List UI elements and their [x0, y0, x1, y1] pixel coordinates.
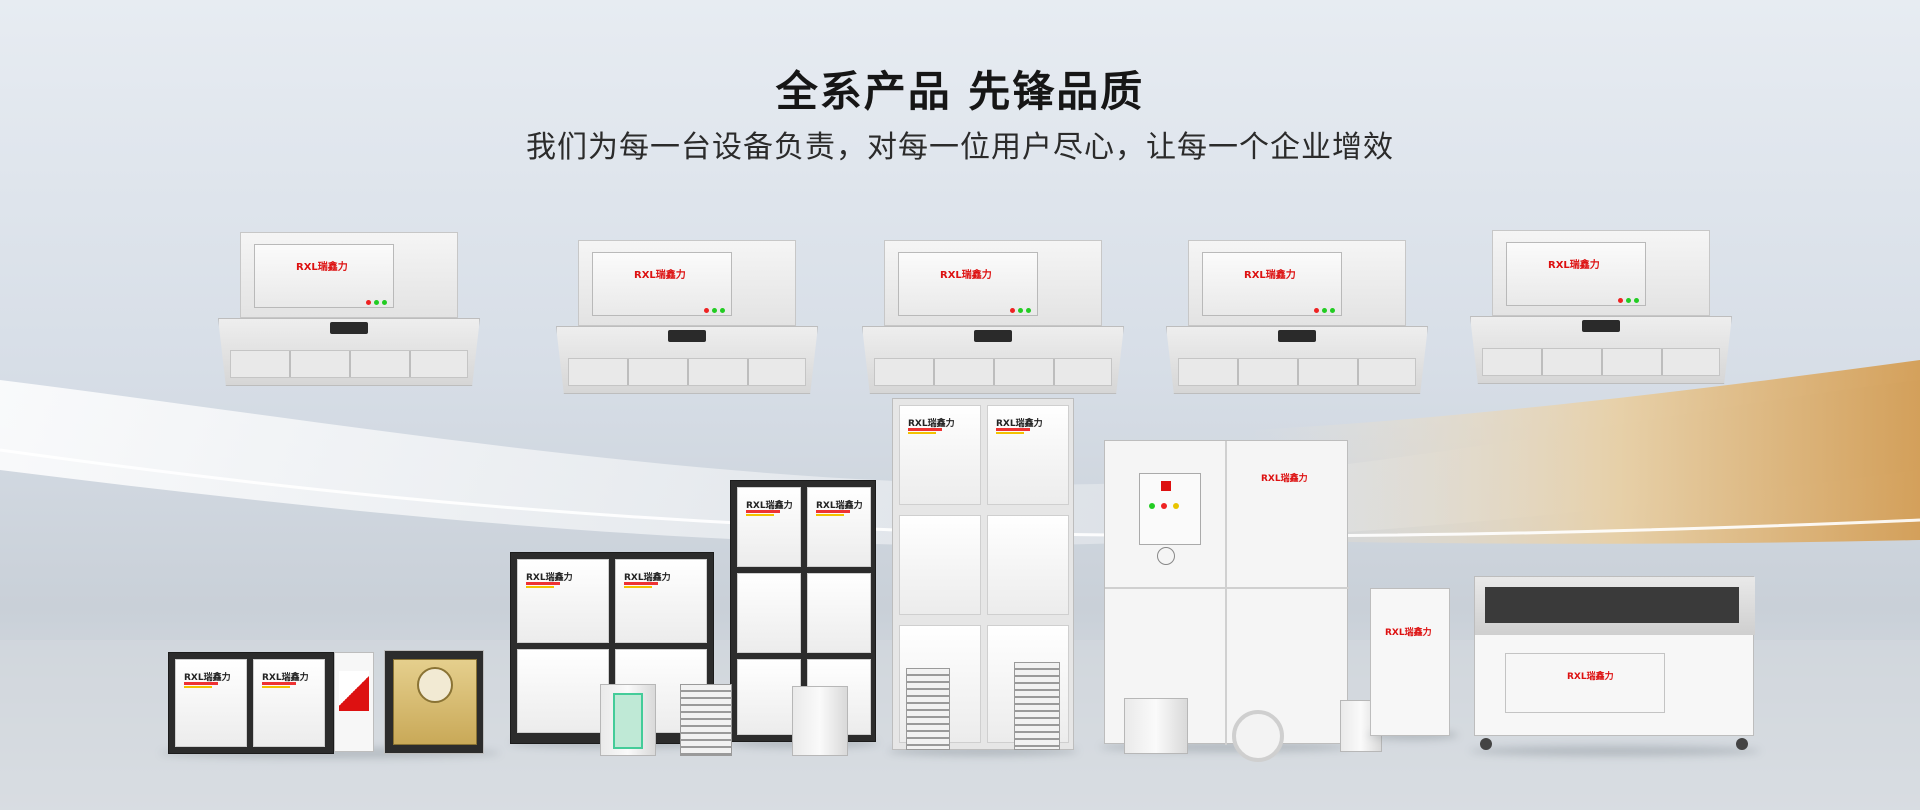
brand-logo: RXL瑞鑫力 — [634, 270, 686, 281]
compact-purifier: RXL瑞鑫力 — [1370, 588, 1450, 736]
industrial-purifier: RXL瑞鑫力 — [1104, 440, 1349, 745]
range-hood-product: RXL瑞鑫力 — [1470, 230, 1732, 390]
range-hood-product: RXL瑞鑫力 — [862, 240, 1124, 400]
electrostatic-module — [600, 684, 656, 756]
control-box — [334, 652, 374, 752]
brand-logo: RXL瑞鑫力 — [1548, 260, 1600, 271]
axial-fan — [1232, 710, 1284, 762]
fume-purifier-tall: RXL瑞鑫力 RXL瑞鑫力 — [730, 480, 876, 742]
range-hood-product: RXL瑞鑫力 — [1166, 240, 1428, 400]
filter-grille — [680, 684, 732, 756]
page-subtitle: 我们为每一台设备负责，对每一位用户尽心，让每一个企业增效 — [526, 130, 1394, 165]
fume-purifier-small: RXL瑞鑫力 RXL瑞鑫力 — [168, 652, 334, 754]
brand-logo: RXL瑞鑫力 — [1244, 270, 1296, 281]
range-hood-product: RXL瑞鑫力 — [218, 232, 480, 392]
brand-logo: RXL瑞鑫力 — [940, 270, 992, 281]
page-title: 全系产品 先锋品质 — [775, 67, 1145, 116]
filter-housing — [792, 686, 848, 756]
filter-grille — [906, 668, 950, 750]
filter-grille — [1014, 662, 1060, 750]
range-hood-product: RXL瑞鑫力 — [556, 240, 818, 400]
brand-logo: RXL瑞鑫力 — [296, 262, 348, 273]
fan-unit — [384, 650, 484, 754]
centrifugal-fan — [1124, 698, 1188, 754]
bbq-purifier-cart: RXL瑞鑫力 — [1474, 576, 1755, 736]
